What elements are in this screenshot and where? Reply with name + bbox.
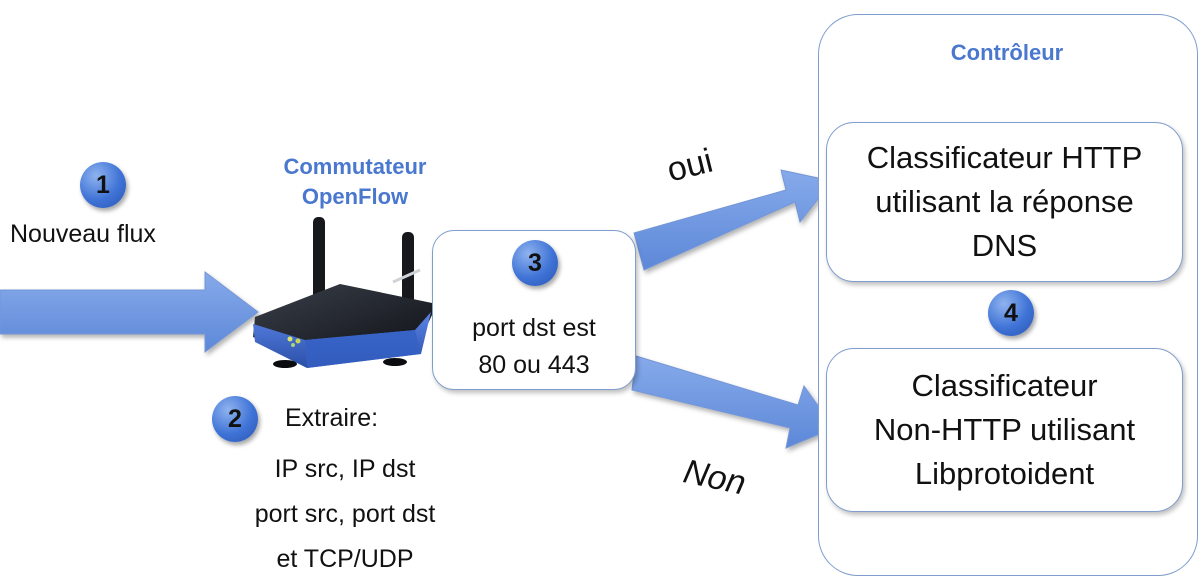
- switch-title: Commutateur OpenFlow: [250, 152, 460, 212]
- step-3-badge: 3: [512, 240, 558, 286]
- nonhttp-classifier-line1: Classificateur: [911, 368, 1098, 403]
- step-1-badge: 1: [80, 162, 126, 208]
- nonhttp-classifier-line2: Non-HTTP utilisant: [873, 412, 1136, 447]
- http-classifier-line2: utilisant la réponse: [875, 184, 1134, 219]
- step-1-number: 1: [96, 170, 110, 199]
- new-flow-label: Nouveau flux: [10, 220, 156, 248]
- step-3-number: 3: [528, 248, 542, 277]
- decision-line2: 80 ou 443: [478, 351, 590, 379]
- step-2-badge: 2: [212, 396, 258, 442]
- yes-arrow: [633, 169, 833, 271]
- field-port: port src, port dst: [254, 500, 436, 528]
- extract-label: Extraire:: [285, 404, 379, 432]
- nonhttp-classifier-line3: Libprotoident: [914, 456, 1095, 491]
- http-classifier-line1: Classificateur HTTP: [866, 140, 1143, 175]
- decision-text: port dst est 80 ou 443: [432, 310, 636, 384]
- input-arrow: [0, 270, 259, 354]
- http-classifier-box: Classificateur HTTP utilisant la réponse…: [826, 122, 1183, 282]
- field-protocol: et TCP/UDP: [276, 545, 414, 573]
- switch-title-line2: OpenFlow: [301, 184, 409, 209]
- controller-title: Contrôleur: [950, 40, 1064, 65]
- switch-title-line1: Commutateur: [283, 154, 427, 179]
- step-4-badge: 4: [988, 290, 1034, 336]
- nonhttp-classifier-box: Classificateur Non-HTTP utilisant Libpro…: [826, 348, 1183, 512]
- wireless-router-icon: [253, 217, 437, 368]
- http-classifier-line3: DNS: [971, 228, 1038, 263]
- extracted-fields: IP src, IP dst port src, port dst et TCP…: [205, 447, 485, 582]
- field-ip: IP src, IP dst: [274, 455, 416, 483]
- step-4-number: 4: [1004, 298, 1018, 327]
- no-arrow: [631, 355, 835, 449]
- step-2-number: 2: [228, 404, 242, 433]
- decision-line1: port dst est: [472, 314, 596, 342]
